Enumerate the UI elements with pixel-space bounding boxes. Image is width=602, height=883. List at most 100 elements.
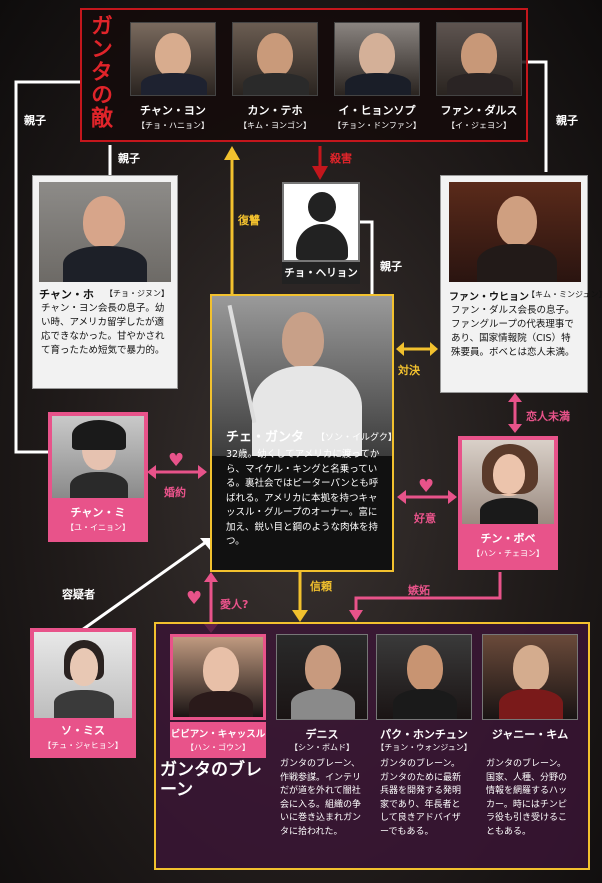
ganta-desc: 32歳。幼くしてアメリカに渡ってから、マイケル・キングと名乗っている。裏社会では… (226, 449, 380, 547)
arrow-unreq-d (508, 424, 522, 433)
label-confront: 対決 (398, 364, 420, 377)
enemy-actor: 【キム・ヨンゴン】 (239, 121, 311, 130)
line-parent-woohyun (520, 60, 548, 172)
brain-title: ガンタのブレーン (160, 760, 270, 800)
brain-photo (170, 634, 266, 720)
ganta-name: チェ・ガンタ (226, 430, 305, 445)
cho-name: チョ・ヘリョン (284, 267, 358, 279)
cho-name-plate: チョ・ヘリョン (282, 262, 360, 284)
label-trust: 信頼 (310, 580, 332, 593)
woohyun-desc: ファン・ダルス会長の息子。ファングループの代表理事であり、国家情報院（CIS）特… (451, 305, 575, 358)
enemy-card: チャン・ヨン 【チョ・ハニョン】 (130, 22, 216, 140)
brain-actor: 【シン・ボムド】 (290, 743, 354, 752)
heart-icon-goodwill: ♥ (418, 476, 435, 497)
chanmi-name: チャン・ミ (70, 506, 126, 519)
enemies-title: ガンタの敵 (87, 14, 113, 129)
enemy-name: ファン・ダルス (440, 104, 518, 117)
arrow-confront-l (396, 342, 404, 356)
somisu-name: ソ・ミス (61, 724, 105, 737)
ganta-card: チェ・ガンタ 【ソン・イルグク】 32歳。幼くしてアメリカに渡ってから、マイケル… (210, 294, 394, 572)
cho-card (282, 182, 360, 262)
enemy-card: ファン・ダルス 【イ・ジェヨン】 (436, 22, 522, 140)
chanho-name: チャン・ホ (39, 288, 94, 301)
somisu-actor: 【チュ・ジャヒョン】 (43, 741, 123, 750)
enemy-name: チャン・ヨン (140, 104, 206, 117)
arrow-eng-l (147, 465, 156, 479)
arrow-good-r (448, 490, 457, 504)
label-parent-left: 親子 (24, 114, 46, 127)
brain-name: ビビアン・キャッスル (170, 729, 266, 740)
arrow-eng-r (198, 465, 207, 479)
woohyun-photo (449, 182, 581, 282)
line-jealousy (354, 572, 502, 612)
chanmi-card: チャン・ミ 【ユ・イニョン】 (48, 412, 148, 542)
enemy-name: イ・ヒョンソプ (338, 104, 416, 117)
arrow-suspect (200, 538, 212, 550)
woohyun-actor: 【キム・ミンジュン】 (527, 290, 602, 299)
somisu-photo (34, 632, 132, 718)
somisu-card: ソ・ミス 【チュ・ジャヒョン】 (30, 628, 136, 758)
enemy-photo (436, 22, 522, 96)
brain-name: ジャニー・キム (491, 728, 569, 741)
bobe-photo (462, 440, 554, 524)
arrow-revenge (224, 146, 240, 160)
label-unrequited: 恋人未満 (526, 410, 570, 423)
enemy-photo (232, 22, 318, 96)
brain-desc: ガンタのブレーン。ガンタのために最新兵器を開発する発明家であり、年長者として良き… (380, 759, 462, 837)
brain-desc: ガンタのブレーン。国家、人種、分野の情報を網羅するハッカー。時にはチンピラ役も引… (486, 759, 568, 837)
arrow-jealousy (349, 610, 363, 621)
bobe-actor: 【ハン・チェヨン】 (472, 549, 544, 558)
heart-icon-engaged: ♥ (168, 450, 185, 471)
line-parent-chanmi (14, 80, 80, 454)
chanho-photo (39, 182, 171, 282)
silhouette-head-icon (308, 192, 336, 222)
enemy-actor: 【チョ・ハニョン】 (137, 121, 209, 130)
brain-member-card: ビビアン・キャッスル 【ハン・ゴウン】 (170, 634, 266, 860)
enemy-card: カン・テホ 【キム・ヨンゴン】 (232, 22, 318, 140)
arrow-lover-u (204, 572, 218, 582)
chanmi-photo (52, 416, 144, 498)
label-jealousy: 嫉妬 (408, 584, 430, 597)
enemy-actor: 【イ・ジェヨン】 (447, 121, 511, 130)
brain-title-text: ガンタのブレーン (160, 760, 262, 800)
enemy-photo (334, 22, 420, 96)
enemy-name: カン・テホ (247, 104, 303, 117)
label-revenge: 復讐 (238, 214, 260, 227)
line-suspect (81, 540, 207, 632)
brain-name: デニス (305, 728, 339, 741)
label-goodwill: 好意 (414, 512, 436, 525)
brain-photo (482, 634, 578, 720)
brain-photo (376, 634, 472, 720)
silhouette-body-icon (296, 224, 348, 260)
label-parent-right: 親子 (556, 114, 578, 127)
arrow-unreq-u (508, 393, 522, 402)
arrow-good-l (397, 490, 406, 504)
bobe-card: チン・ボベ 【ハン・チェヨン】 (458, 436, 558, 570)
bobe-name: チン・ボベ (480, 532, 536, 545)
chanho-desc: チャン・ヨン会長の息子。幼い時、アメリカ留学したが適応できなかった。甘やかされて… (41, 303, 165, 356)
label-parent-chanho: 親子 (118, 152, 140, 165)
label-parent-cho: 親子 (380, 260, 402, 273)
arrow-confront-r (430, 342, 438, 356)
ganta-photo (212, 296, 392, 456)
brain-actor: 【ハン・ゴウン】 (186, 743, 250, 752)
arrow-murder (312, 166, 328, 180)
enemy-photo (130, 22, 216, 96)
brain-name-plate (170, 722, 266, 758)
label-suspect: 容疑者 (62, 588, 95, 601)
brain-desc: ガンタのブレーン、作戦参謀。インテリだが道を外れて闇社会に入る。組織の争いに巻き… (280, 759, 362, 837)
chanmi-actor: 【ユ・イニョン】 (66, 523, 130, 532)
label-lover: 愛人? (220, 598, 249, 611)
arrow-trust (292, 610, 308, 622)
enemy-card: イ・ヒョンソプ 【チョン・ドンファン】 (333, 22, 421, 140)
chanho-actor: 【チョ・ジヌン】 (105, 289, 169, 298)
brain-name: パク・ホンチュン (380, 728, 468, 741)
heart-icon-lover: ♥ (186, 588, 203, 609)
brain-member-card: ジャニー・キム ガンタのブレーン。国家、人種、分野の情報を網羅するハッカー。時に… (482, 634, 578, 860)
woohyun-card: ファン・ウヒョン 【キム・ミンジュン】 ファン・ダルス会長の息子。ファングループ… (440, 175, 602, 393)
chanho-card: チャン・ホ 【チョ・ジヌン】 チャン・ヨン会長の息子。幼い時、アメリカ留学したが… (32, 175, 178, 389)
enemy-actor: 【チョン・ドンファン】 (333, 121, 421, 130)
ganta-actor: 【ソン・イルグク】 (316, 433, 394, 443)
